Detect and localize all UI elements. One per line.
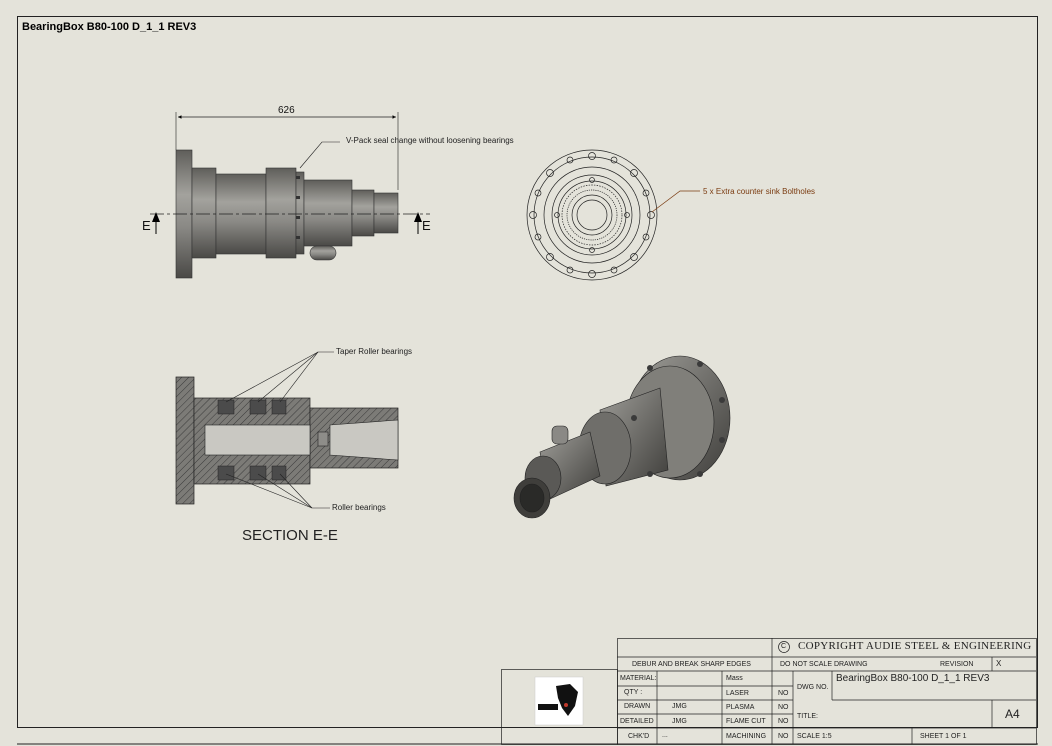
- title-label: TITLE:: [797, 713, 819, 720]
- title-block: [501, 638, 1037, 745]
- plasma-label: PLASMA: [726, 704, 755, 711]
- sheet-border: [17, 16, 1038, 728]
- side-view: [150, 112, 430, 279]
- flame-cut-label: FLAME CUT: [726, 718, 766, 725]
- debur-note: DEBUR AND BREAK SHARP EDGES: [632, 661, 751, 668]
- plasma-value: NO: [778, 704, 789, 711]
- machining-label: MACHINING: [726, 733, 767, 740]
- machining-value: NO: [778, 733, 789, 740]
- copyright-text: COPYRIGHT AUDIE STEEL & ENGINEERING: [798, 640, 1032, 652]
- laser-value: NO: [778, 690, 789, 697]
- flame-cut-value: NO: [778, 718, 789, 725]
- detailed-label: DETAILED: [620, 718, 654, 725]
- boltholes-note: 5 x Extra counter sink Boltholes: [703, 187, 816, 196]
- laser-label: LASER: [726, 690, 749, 697]
- taper-roller-note: Taper Roller bearings: [336, 347, 413, 356]
- revision-value: X: [996, 659, 1002, 668]
- sheet-size: A4: [1005, 707, 1020, 721]
- scale-text: SCALE 1:5: [797, 733, 832, 740]
- do-not-scale-note: DO NOT SCALE DRAWING: [780, 661, 868, 668]
- isometric-view: [513, 355, 731, 519]
- chkd-label: CHK'D: [628, 733, 650, 740]
- revision-label: REVISION: [940, 661, 974, 668]
- roller-bearings-note: Roller bearings: [332, 503, 386, 512]
- end-view: [526, 149, 700, 281]
- drawn-label: DRAWN: [624, 703, 651, 710]
- section-view: [175, 351, 399, 509]
- dwg-no-value: BearingBox B80-100 D_1_1 REV3: [836, 673, 990, 684]
- dimension-626: 626: [278, 105, 295, 116]
- sheet-text: SHEET 1 OF 1: [920, 733, 967, 740]
- section-label: SECTION E-E: [242, 527, 338, 544]
- qty-label: QTY :: [624, 689, 643, 696]
- mass-label: Mass: [726, 675, 743, 682]
- section-marker-right: E: [422, 218, 431, 233]
- company-logo: [534, 676, 584, 726]
- chkd-value: ...: [662, 732, 668, 739]
- vpack-note: V-Pack seal change without loosening bea…: [346, 136, 514, 145]
- detailed-value: JMG: [672, 718, 687, 725]
- drawing-title: BearingBox B80-100 D_1_1 REV3: [22, 21, 197, 33]
- copyright-symbol: C: [781, 643, 787, 650]
- dwg-no-label: DWG NO.: [797, 684, 829, 691]
- material-label: MATERIAL:: [620, 675, 657, 682]
- drawn-value: JMG: [672, 703, 687, 710]
- section-marker-left: E: [142, 218, 151, 233]
